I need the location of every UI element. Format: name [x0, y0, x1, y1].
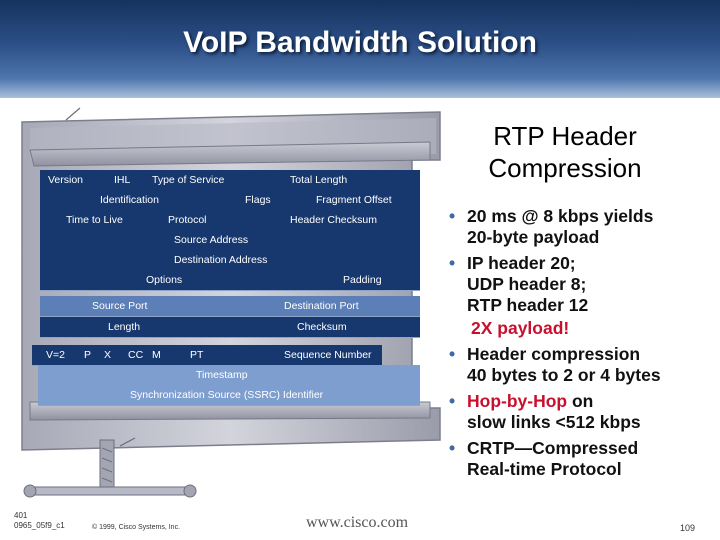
bullet-text: 40 bytes to 2 or 4 bytes	[467, 365, 661, 385]
field-ihl: IHL	[114, 174, 131, 186]
copyright: © 1999, Cisco Systems, Inc.	[92, 524, 181, 531]
udp-header-row-1: Source Port Destination Port	[40, 296, 420, 317]
ip-header-row-2: Identification Flags Fragment Offset	[40, 190, 420, 211]
rtp-header-row-2: Timestamp	[38, 365, 420, 386]
field-source-address: Source Address	[174, 234, 249, 246]
field-source-port: Source Port	[92, 300, 148, 312]
rtp-header-row-1: V=2 P X CC M PT Sequence Number	[32, 345, 382, 366]
field-fragment-offset: Fragment Offset	[316, 194, 392, 206]
field-timestamp: Timestamp	[196, 369, 248, 381]
field-identification: Identification	[100, 194, 159, 206]
ip-header-row-1: Version IHL Type of Service Total Length	[40, 170, 420, 191]
bullet-payload: • 20 ms @ 8 kbps yields 20-byte payload	[447, 206, 717, 248]
clamp-screw	[99, 439, 115, 491]
bullet-text: 20-byte payload	[467, 227, 600, 247]
field-rtp-marker: M	[152, 349, 161, 361]
bullet-hop-by-hop: • Hop-by-Hop on slow links <512 kbps	[447, 391, 717, 433]
bullet-dot-icon: •	[449, 253, 456, 273]
panel-title-line-2: Compression	[488, 153, 642, 183]
bullet-header-compression: • Header compression 40 bytes to 2 or 4 …	[447, 344, 717, 386]
field-rtp-version: V=2	[46, 349, 65, 361]
panel-title: RTP Header Compression	[440, 120, 690, 184]
title-bar	[0, 0, 720, 98]
bullet-text: Header compression	[467, 344, 641, 364]
ip-header-row-4: Source Address	[40, 230, 420, 251]
slide-code: 401 0965_05f9_c1	[14, 511, 65, 531]
field-options: Options	[146, 274, 183, 286]
cisco-url: www.cisco.com	[306, 514, 409, 531]
udp-header-row-2: Length Checksum	[40, 317, 420, 338]
slide-code-line-1: 401	[14, 511, 28, 520]
slide-code-line-2: 0965_05f9_c1	[14, 521, 65, 530]
bullet-dot-icon: •	[449, 344, 456, 364]
field-destination-address: Destination Address	[174, 254, 268, 266]
bullet-text: RTP header 12	[467, 295, 589, 315]
field-length: Length	[108, 321, 141, 333]
field-rtp-cc: CC	[128, 349, 144, 361]
panel-title-line-1: RTP Header	[493, 121, 637, 151]
rtp-header-row-3: Synchronization Source (SSRC) Identifier	[38, 385, 420, 406]
field-protocol: Protocol	[168, 214, 207, 226]
field-udp-checksum: Checksum	[297, 321, 347, 333]
field-header-checksum: Header Checksum	[290, 214, 377, 226]
field-sequence-number: Sequence Number	[284, 349, 372, 361]
bullet-header-sizes: • IP header 20; UDP header 8; RTP header…	[447, 253, 717, 316]
field-rtp-extension: X	[104, 349, 112, 361]
ip-header-row-3: Time to Live Protocol Header Checksum	[40, 210, 420, 231]
slide-title: VoIP Bandwidth Solution	[183, 26, 537, 59]
ip-header-row-5: Destination Address	[40, 250, 420, 271]
bullet-crtp: • CRTP—Compressed Real-time Protocol	[447, 438, 717, 480]
bullet-text: CRTP—Compressed	[467, 438, 639, 458]
field-rtp-pt: PT	[190, 349, 204, 361]
field-destination-port: Destination Port	[284, 300, 359, 312]
bullet-text: IP header 20;	[467, 253, 576, 273]
bullet-text: Hop-by-Hop on	[467, 391, 717, 412]
field-ttl: Time to Live	[66, 214, 123, 226]
bullet-dot-icon: •	[449, 206, 456, 226]
bullet-text: Real-time Protocol	[467, 459, 622, 479]
field-ssrc: Synchronization Source (SSRC) Identifier	[130, 389, 324, 401]
bullet-dot-icon: •	[449, 438, 456, 458]
payload-note: 2X payload!	[471, 318, 570, 338]
bullet-text: 20 ms @ 8 kbps yields	[467, 206, 654, 226]
field-flags: Flags	[245, 194, 271, 206]
bullet-list: • 20 ms @ 8 kbps yields 20-byte payload …	[447, 206, 717, 485]
field-padding: Padding	[343, 274, 382, 286]
bullet-text: slow links <512 kbps	[467, 412, 641, 432]
bullet-dot-icon: •	[449, 391, 456, 411]
page-number: 109	[680, 523, 696, 533]
ip-header-row-6: Options Padding	[40, 270, 420, 291]
bullet-text: UDP header 8;	[467, 274, 587, 294]
field-total-length: Total Length	[290, 174, 348, 186]
clamp-top-jaw	[29, 141, 431, 167]
bullet-text-rest: on	[567, 391, 594, 411]
field-rtp-padding: P	[84, 349, 92, 361]
hop-by-hop-highlight: Hop-by-Hop	[467, 391, 568, 411]
field-version: Version	[48, 174, 84, 186]
field-tos: Type of Service	[152, 174, 225, 186]
clamp-handle	[29, 486, 191, 496]
